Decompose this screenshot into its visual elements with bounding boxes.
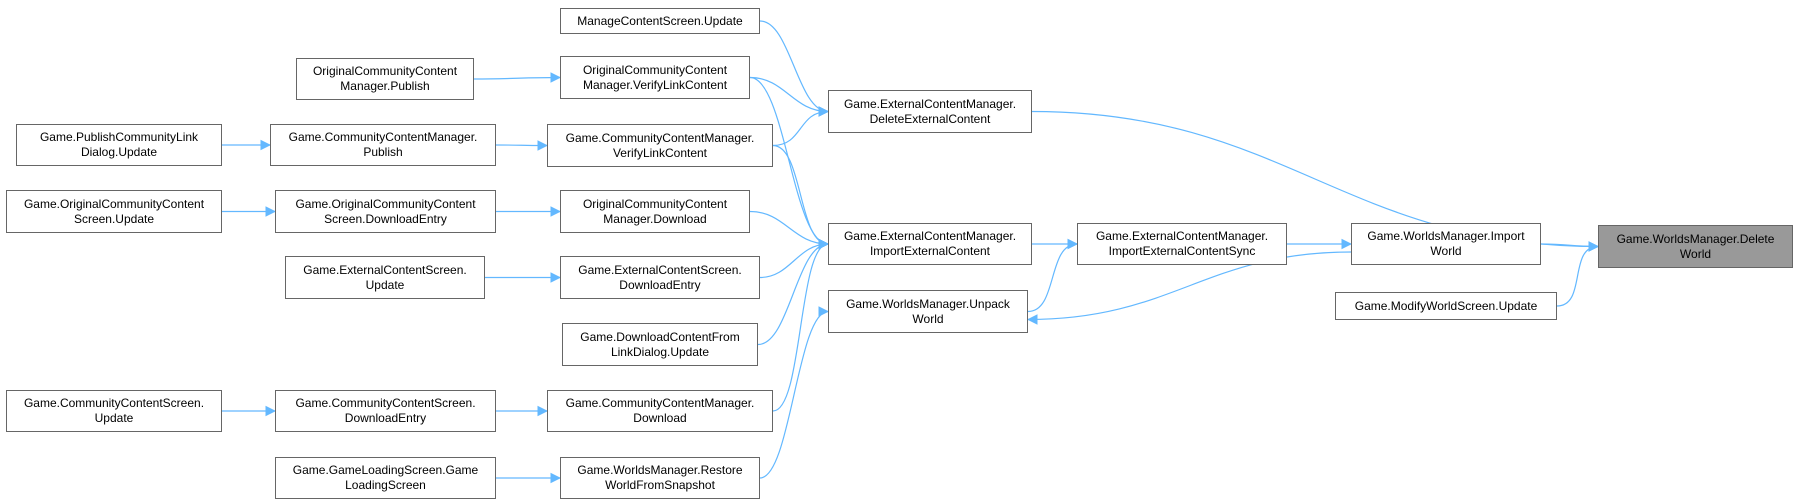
- node-label: LoadingScreen: [345, 478, 426, 492]
- node-label: Manager.VerifyLinkContent: [582, 77, 728, 92]
- node-label: Game.PublishCommunityLink: [39, 130, 199, 144]
- node-label: Game.ModifyWorldScreen.Update: [1354, 298, 1538, 313]
- node-external-content-manager-import-external-content-sync[interactable]: Game.ExternalContentManager.ImportExtern…: [1077, 223, 1287, 265]
- node-community-content-manager-verify-link-content[interactable]: Game.CommunityContentManager.VerifyLinkC…: [547, 124, 773, 167]
- node-label: Update: [94, 411, 134, 425]
- call-edge-n7-n4: [772, 106, 830, 147]
- call-edge-n7-n11: [772, 144, 830, 250]
- node-label: OriginalCommunityContent: [582, 62, 728, 77]
- node-label: Publish: [363, 145, 403, 159]
- node-label: WorldFromSnapshot: [605, 478, 715, 492]
- node-community-content-manager-publish[interactable]: Game.CommunityContentManager.Publish: [270, 124, 496, 166]
- node-label: ManageContentScreen.Update: [577, 13, 743, 28]
- node-label: LinkDialog.Update: [610, 344, 710, 359]
- node-label: DeleteExternalContent: [869, 111, 991, 126]
- node-label: Dialog.Update: [80, 145, 158, 159]
- call-edge-n10-n11: [749, 210, 830, 250]
- node-label: Game.CommunityContentManager.: [288, 130, 478, 144]
- node-label: Update: [365, 277, 405, 292]
- node-external-content-screen-download-entry[interactable]: Game.ExternalContentScreen.DownloadEntry: [560, 256, 760, 299]
- node-label: Game.CommunityContentManager.: [565, 396, 755, 410]
- node-label: Screen.Update: [73, 211, 155, 226]
- call-edge-n13-n17: [1026, 251, 1352, 325]
- node-community-content-screen-download-entry[interactable]: Game.CommunityContentScreen.DownloadEntr…: [275, 390, 496, 432]
- node-manage-content-screen-update[interactable]: ManageContentScreen.Update: [560, 8, 760, 34]
- node-label: Game.WorldsManager.Unpack: [846, 296, 1010, 311]
- node-label: Game.WorldsManager.Import: [1367, 229, 1525, 243]
- node-label: Game.ExternalContentManager.: [1095, 229, 1269, 243]
- node-label: World: [1679, 246, 1712, 261]
- call-edge-n2-n3: [473, 72, 562, 83]
- call-edge-n3-n4: [749, 76, 830, 117]
- node-label: Game.CommunityContentScreen.: [295, 396, 476, 410]
- call-edge-n18-n14: [1556, 241, 1600, 307]
- node-external-content-manager-import-external-content[interactable]: Game.ExternalContentManager.ImportExtern…: [828, 223, 1032, 265]
- call-edge-n17-n12: [1027, 238, 1079, 313]
- node-label: ImportExternalContent: [869, 244, 991, 258]
- node-label: OriginalCommunityContent: [312, 64, 458, 78]
- node-label: Game.GameLoadingScreen.Game: [292, 463, 479, 477]
- call-edge-n24-n17: [759, 306, 830, 479]
- node-external-content-screen-update[interactable]: Game.ExternalContentScreen.Update: [285, 256, 485, 299]
- node-external-content-manager-delete-external-content[interactable]: Game.ExternalContentManager.DeleteExtern…: [828, 90, 1032, 133]
- node-label: Game.ExternalContentManager.: [843, 229, 1017, 243]
- node-label: Game.WorldsManager.Restore: [577, 463, 743, 477]
- call-edge-n22-n11: [772, 238, 830, 412]
- node-label: Download: [633, 411, 687, 425]
- call-edge-n19-n11: [757, 238, 830, 346]
- node-label: DownloadEntry: [619, 277, 701, 292]
- node-label: Game.DownloadContentFrom: [580, 329, 740, 344]
- node-label: Game.CommunityContentManager.: [565, 130, 755, 145]
- node-label: Game.ExternalContentScreen.: [303, 262, 467, 277]
- node-label: Manager.Download: [603, 211, 707, 226]
- node-label: World: [912, 311, 944, 326]
- node-label: Game.OriginalCommunityContent: [295, 196, 476, 211]
- node-community-content-manager-download[interactable]: Game.CommunityContentManager.Download: [547, 390, 773, 432]
- node-modify-world-screen-update[interactable]: Game.ModifyWorldScreen.Update: [1335, 292, 1557, 320]
- node-label: Game.ExternalContentManager.: [843, 96, 1017, 111]
- node-label: OriginalCommunityContent: [582, 196, 728, 211]
- node-label: Game.CommunityContentScreen.: [23, 396, 205, 410]
- node-label: Game.ExternalContentScreen.: [578, 262, 742, 277]
- node-label: Screen.DownloadEntry: [324, 211, 447, 226]
- node-label: World: [1430, 244, 1462, 258]
- node-label: DownloadEntry: [344, 411, 427, 425]
- node-label: Manager.Publish: [340, 79, 430, 93]
- node-label: VerifyLinkContent: [612, 145, 708, 160]
- node-community-content-screen-update[interactable]: Game.CommunityContentScreen.Update: [6, 390, 222, 432]
- node-label: ImportExternalContentSync: [1108, 244, 1256, 258]
- call-edge-n6-n7: [495, 140, 549, 151]
- call-edge-n16-n11: [759, 238, 830, 279]
- node-label: Game.OriginalCommunityContent: [23, 196, 205, 211]
- node-label: Game.WorldsManager.Delete: [1616, 231, 1775, 246]
